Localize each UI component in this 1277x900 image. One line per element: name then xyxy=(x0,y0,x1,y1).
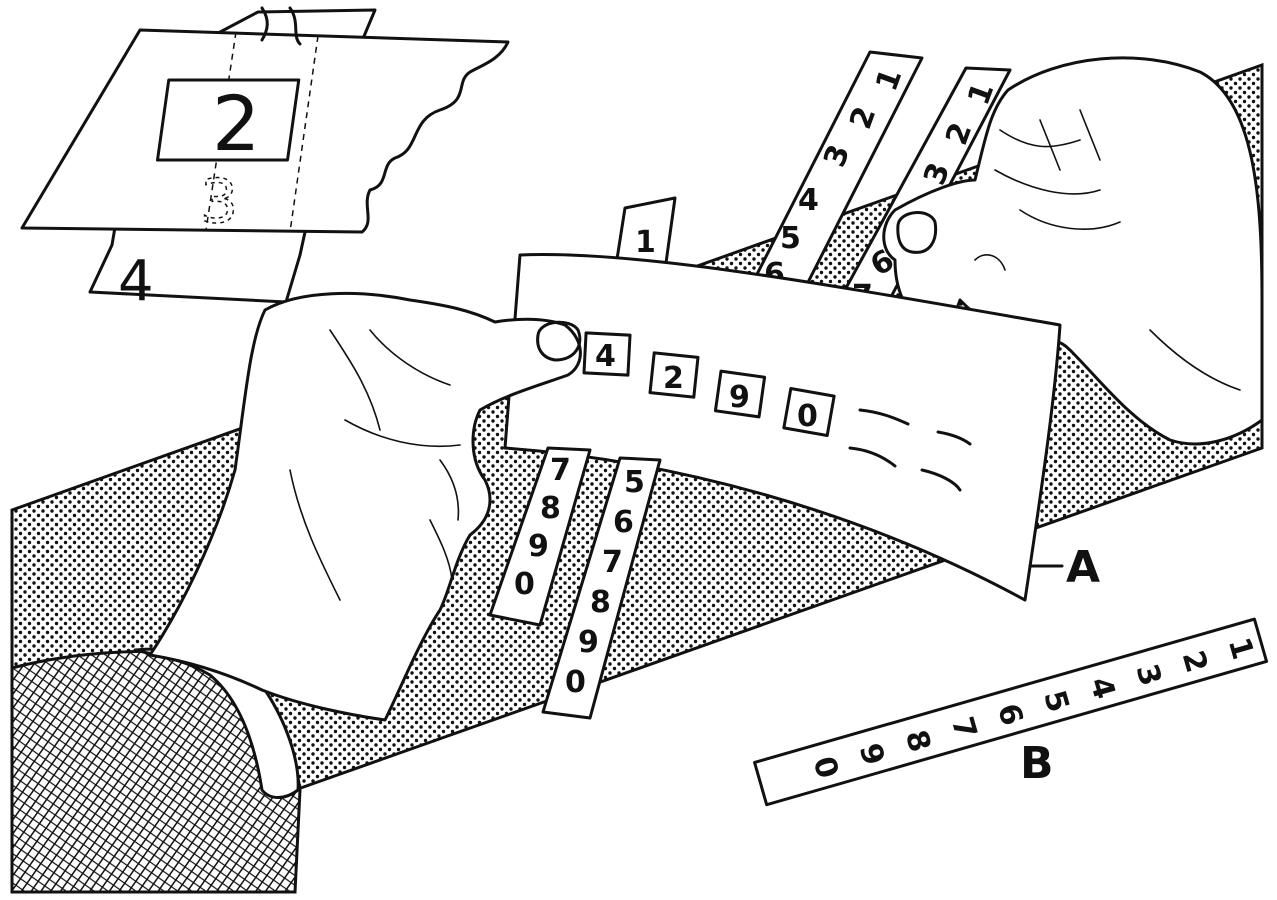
card-a: 4 2 9 0 xyxy=(503,253,1062,602)
label-a: A xyxy=(1066,542,1100,593)
card-window-digit-3: 9 xyxy=(729,380,750,415)
left-thumb-nail xyxy=(536,320,582,362)
strip-lower-right-digit-4: 8 xyxy=(590,585,611,620)
label-b: B xyxy=(1020,738,1054,789)
card-blank-slots xyxy=(848,408,972,492)
inset-hidden-digit: 3 xyxy=(200,167,238,237)
strip-lower-left-digit-3: 9 xyxy=(528,529,549,564)
right-hand-creases xyxy=(974,109,1241,391)
card-window-digit-4: 0 xyxy=(797,399,818,434)
inset-strip-top-digits xyxy=(260,6,302,46)
strip-lower-right: 5 6 7 8 9 0 xyxy=(541,456,662,720)
card-window-2: 2 xyxy=(648,351,700,399)
strip-upper-left: 1 2 3 4 5 6 xyxy=(748,50,924,300)
card-window-digit-2: 2 xyxy=(663,361,684,396)
strip-lower-right-digit-3: 7 xyxy=(602,545,623,580)
strip-lower-left-digit-2: 8 xyxy=(540,491,561,526)
strip-lower-left-digit-4: 0 xyxy=(514,567,535,602)
right-thumb-nail xyxy=(896,211,938,254)
inset-window-digit: 2 xyxy=(212,79,260,168)
strip-lower-left-digit-1: 7 xyxy=(550,453,571,488)
card-window-1: 4 xyxy=(582,331,632,377)
inset-window xyxy=(155,78,301,162)
strip-lower-right-digit-2: 6 xyxy=(613,505,634,540)
card-window-3: 9 xyxy=(713,369,767,419)
inset-strip-tail-digit: 4 xyxy=(118,249,154,314)
card-window-4: 0 xyxy=(782,386,836,438)
strip-upper-right: 1 2 3 6 7 xyxy=(832,66,1012,320)
left-hand xyxy=(148,291,582,722)
strip-top-center-digit: 1 xyxy=(635,225,656,260)
strip-upper-left-digit-5: 5 xyxy=(780,221,801,256)
inset-diagram: 2 3 4 xyxy=(20,6,510,314)
strip-lower-left: 7 8 9 0 xyxy=(488,446,592,627)
strip-upper-left-digit-4: 4 xyxy=(798,183,819,218)
strip-lower-right-digit-1: 5 xyxy=(624,465,645,500)
left-hand-creases xyxy=(289,329,461,601)
card-window-digit-1: 4 xyxy=(595,339,616,374)
strip-lower-right-digit-6: 0 xyxy=(565,665,586,700)
strip-b: 1 2 3 4 5 6 7 8 9 0 xyxy=(753,617,1269,807)
strip-lower-right-digit-5: 9 xyxy=(578,625,599,660)
